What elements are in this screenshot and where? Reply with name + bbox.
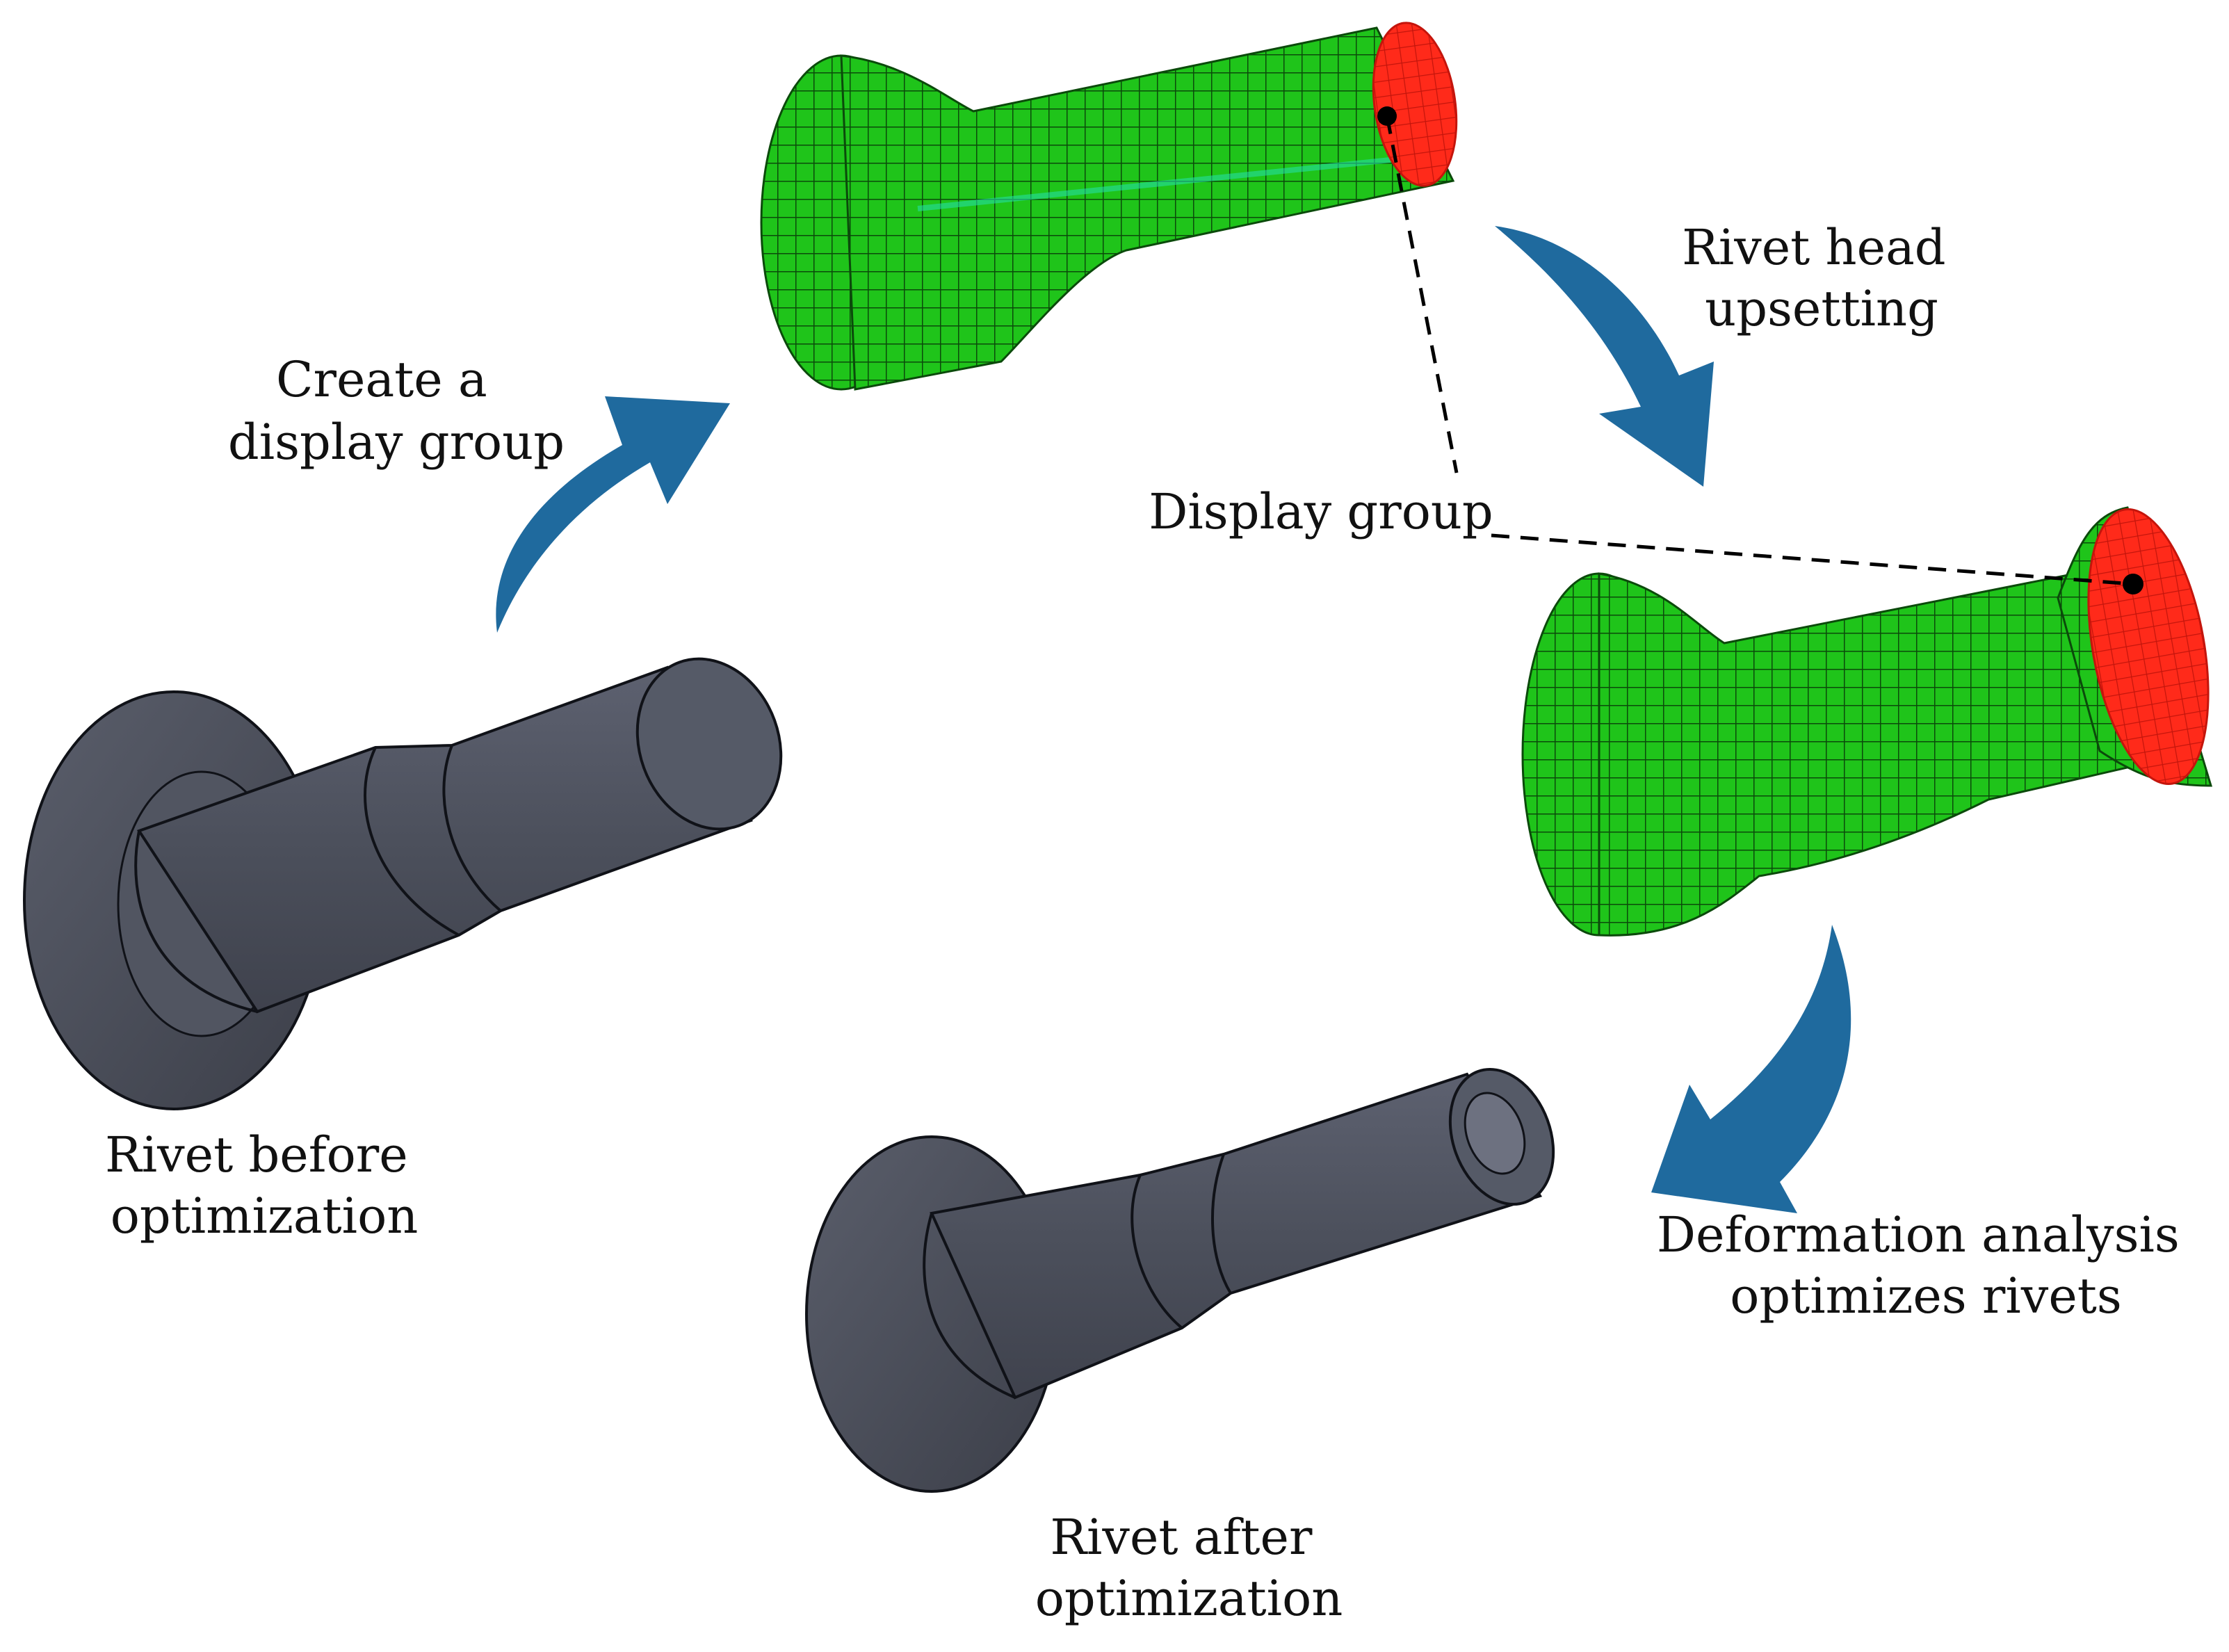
rivet-after-label: Rivet after optimization: [1035, 1509, 1343, 1627]
meshed-rivet-top: [760, 22, 1458, 391]
display-group-label: Display group: [1149, 483, 1493, 540]
deformation-analysis-label: Deformation analysis optimizes rivets: [1657, 1206, 2195, 1325]
create-display-group-label: Create a display group: [228, 351, 565, 471]
leader-line-dot-icon: [1385, 115, 2134, 586]
curved-arrow-icon: [1651, 925, 1851, 1213]
rivet-before-label: Rivet before optimization: [105, 1126, 423, 1245]
rivet-before-model: [23, 657, 783, 1110]
rivet-head-upsetting-label: Rivet head upsetting: [1682, 219, 1961, 337]
curved-arrow-icon: [1495, 226, 1714, 487]
meshed-rivet-right: [1521, 506, 2213, 937]
rivet-after-model: [805, 1068, 1555, 1493]
curved-arrow-icon: [496, 396, 730, 633]
